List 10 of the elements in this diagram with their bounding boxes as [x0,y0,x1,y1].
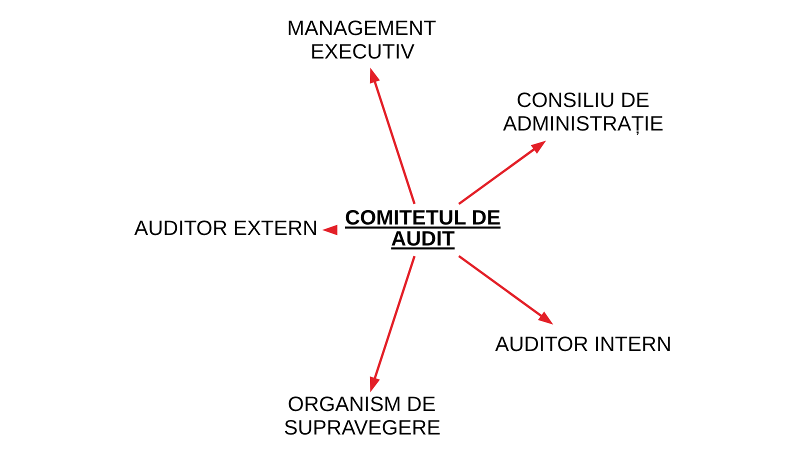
node-text: MANAGEMENT EXECUTIV [286,17,436,64]
node-text: ORGANISM DE SUPRAVEGERE [283,393,440,440]
node-text: CONSILIU DE ADMINISTRAȚIE [502,89,664,136]
arrow [369,256,416,392]
arrow [458,140,546,205]
node-text: COMITETUL DE AUDIT [344,206,500,250]
node-text: AUDITOR INTERN [494,333,672,356]
arrow [458,255,553,325]
arrow [369,68,416,204]
node-text: AUDITOR EXTERN [134,216,318,240]
